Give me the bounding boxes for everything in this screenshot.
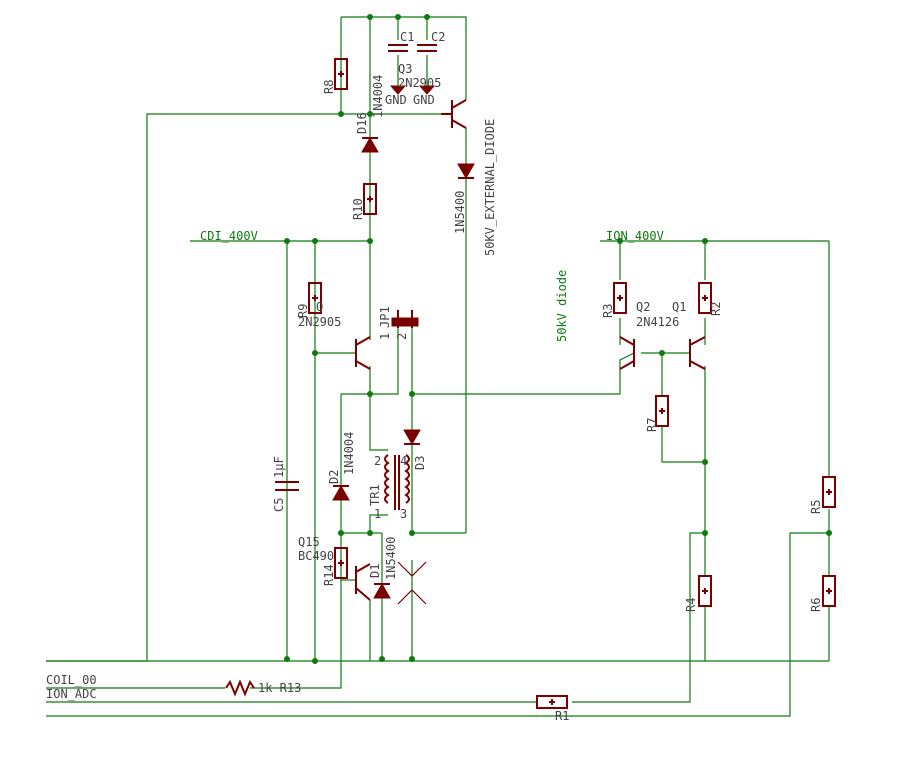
label-q3-value: 2N2905: [398, 76, 441, 90]
label-tr1: TR1: [368, 484, 382, 506]
label-d1: D1: [368, 564, 382, 578]
label-r14: R14: [322, 564, 336, 586]
label-jp1-pin1: 1: [378, 333, 392, 340]
capacitor-c5: [275, 481, 299, 491]
net-ion-400v: ION_400V: [606, 229, 664, 243]
resistor-r7: [655, 395, 669, 427]
label-q-value: 2N2905: [298, 315, 341, 329]
label-jp1-pin2: 2: [395, 333, 409, 340]
net-cdi-400v: CDI_400V: [200, 229, 258, 243]
label-c5: C5: [272, 498, 286, 512]
transistor-q1: [689, 336, 706, 370]
transistor-q2: [619, 336, 635, 370]
label-q2: Q2: [636, 300, 650, 314]
capacitor-c1: [388, 44, 408, 95]
diode-d2: [332, 484, 350, 501]
label-d16: D16: [355, 112, 369, 134]
transistors: [355, 99, 706, 601]
label-c5-value: 1µF: [272, 456, 286, 478]
resistor-r5: [822, 476, 836, 508]
resistor-r13: [225, 679, 255, 697]
resistor-r6: [822, 575, 836, 607]
label-q: Q: [316, 300, 323, 314]
label-c2: C2: [431, 30, 445, 44]
resistor-r8: [334, 58, 348, 90]
note-50kv-diode: 50kV diode: [555, 270, 569, 342]
junctions: [284, 14, 832, 664]
label-q3: Q3: [398, 62, 412, 76]
jumper-jp1: [391, 310, 419, 328]
label-r2: R2: [709, 302, 723, 316]
resistor-r2: [698, 282, 712, 314]
net-ion-adc: ION_ADC: [46, 687, 97, 701]
label-d1-value: 1N5400: [384, 537, 398, 580]
label-q1: Q1: [672, 300, 686, 314]
capacitor-c2: [417, 44, 437, 95]
label-gnd-2: GND: [413, 93, 435, 107]
spark-gap: [397, 561, 427, 605]
capacitors: [275, 44, 437, 491]
resistor-r9: [308, 282, 322, 314]
label-tr1-pin4: 4: [400, 454, 407, 468]
transistor-q: [355, 336, 371, 370]
resistor-r1: [536, 695, 568, 709]
label-q15-value: BC490: [298, 549, 334, 563]
label-r4: R4: [684, 598, 698, 612]
resistor-r4: [698, 575, 712, 607]
label-1n5400-ext: 1N5400: [453, 191, 467, 234]
label-d2: D2: [327, 470, 341, 484]
label-tr1-pin1: 1: [374, 507, 381, 521]
label-d3: D3: [413, 456, 427, 470]
label-r7: R7: [645, 418, 659, 432]
diode-d16: [361, 136, 379, 153]
label-d16-value: 1N4004: [371, 75, 385, 118]
label-r10: R10: [351, 198, 365, 220]
label-r13: 1k R13: [258, 681, 301, 695]
label-gnd-1: GND: [385, 93, 407, 107]
label-tr1-pin2: 2: [374, 454, 381, 468]
label-c1: C1: [400, 30, 414, 44]
resistors: [225, 58, 836, 709]
label-r1: R1: [555, 709, 569, 723]
label-r6: R6: [809, 598, 823, 612]
label-q-pair-value: 2N4126: [636, 315, 679, 329]
label-q15: Q15: [298, 535, 320, 549]
label-r8: R8: [322, 80, 336, 94]
transistor-q15: [355, 563, 371, 601]
diode-d3: [403, 429, 421, 446]
label-r9: R9: [296, 304, 310, 318]
wires: [46, 16, 830, 717]
diode-d1: [373, 582, 391, 599]
diode-1n5400-ext: [457, 163, 475, 180]
label-d2-value: 1N4004: [342, 432, 356, 475]
resistor-r3: [613, 282, 627, 314]
resistor-r10: [363, 183, 377, 215]
label-jp1: JP1: [378, 306, 392, 328]
labels: CDI_400V ION_400V COIL_00 ION_ADC 50kV d…: [46, 30, 823, 723]
diodes: [332, 136, 475, 599]
transformer-tr1: [384, 454, 410, 510]
label-r5: R5: [809, 500, 823, 514]
label-tr1-pin3: 3: [400, 507, 407, 521]
net-coil-00: COIL_00: [46, 673, 97, 687]
resistor-r14: [334, 547, 348, 579]
transistor-q3: [441, 99, 467, 129]
label-ext-diode: 50KV_EXTERNAL_DIODE: [483, 119, 497, 256]
label-r3: R3: [601, 304, 615, 318]
